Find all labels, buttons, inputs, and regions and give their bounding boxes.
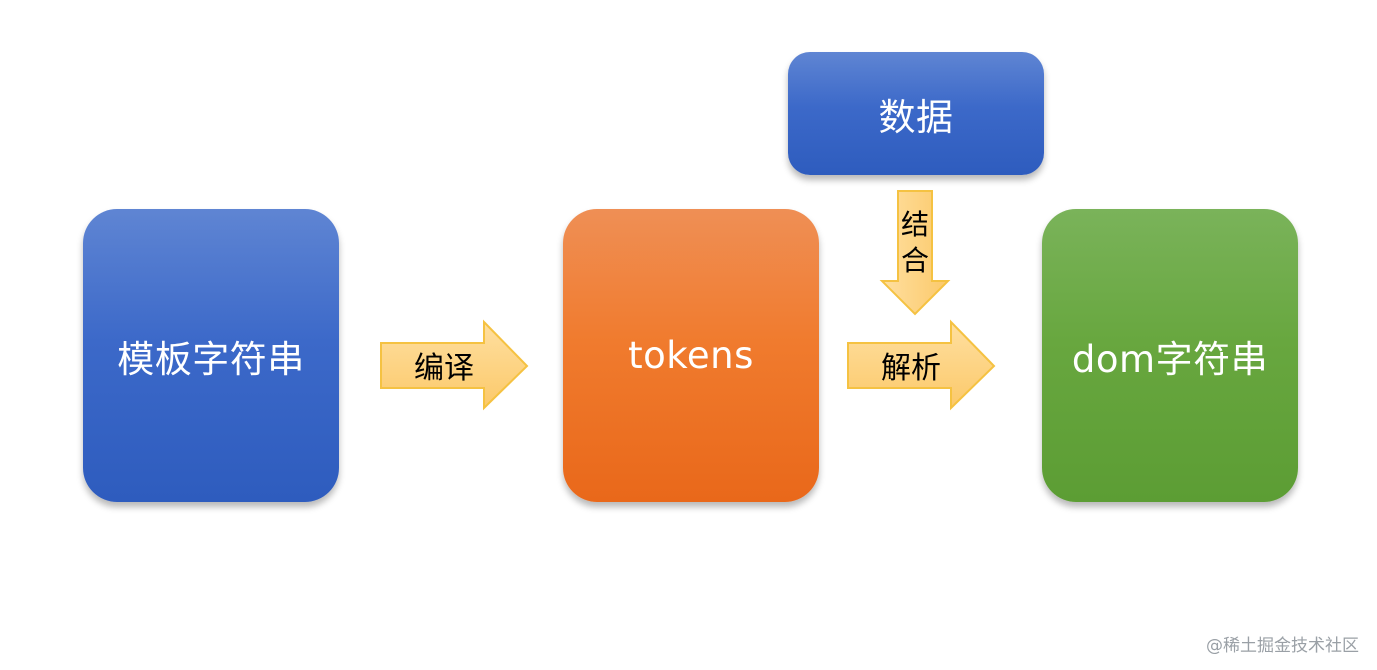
node-dom-string: dom字符串 bbox=[1042, 209, 1298, 502]
node-tokens-label: tokens bbox=[628, 334, 754, 377]
arrow-combine-icon bbox=[879, 190, 951, 316]
arrow-parse-icon bbox=[847, 319, 996, 411]
arrow-compile-icon bbox=[380, 319, 529, 411]
node-data: 数据 bbox=[788, 52, 1044, 175]
watermark: @稀土掘金技术社区 bbox=[1206, 636, 1359, 656]
node-tokens: tokens bbox=[563, 209, 819, 502]
edge-parse-label: 解析 bbox=[881, 351, 941, 386]
edge-combine-label: 结 合 bbox=[897, 205, 933, 281]
edge-compile-label: 编译 bbox=[414, 351, 474, 386]
edge-combine-char-2: 合 bbox=[900, 244, 929, 277]
node-template-string-label: 模板字符串 bbox=[117, 337, 305, 381]
node-template-string: 模板字符串 bbox=[83, 209, 339, 502]
node-data-label: 数据 bbox=[878, 95, 954, 139]
edge-combine-char-1: 结 bbox=[900, 208, 929, 241]
node-dom-string-label: dom字符串 bbox=[1071, 337, 1269, 381]
